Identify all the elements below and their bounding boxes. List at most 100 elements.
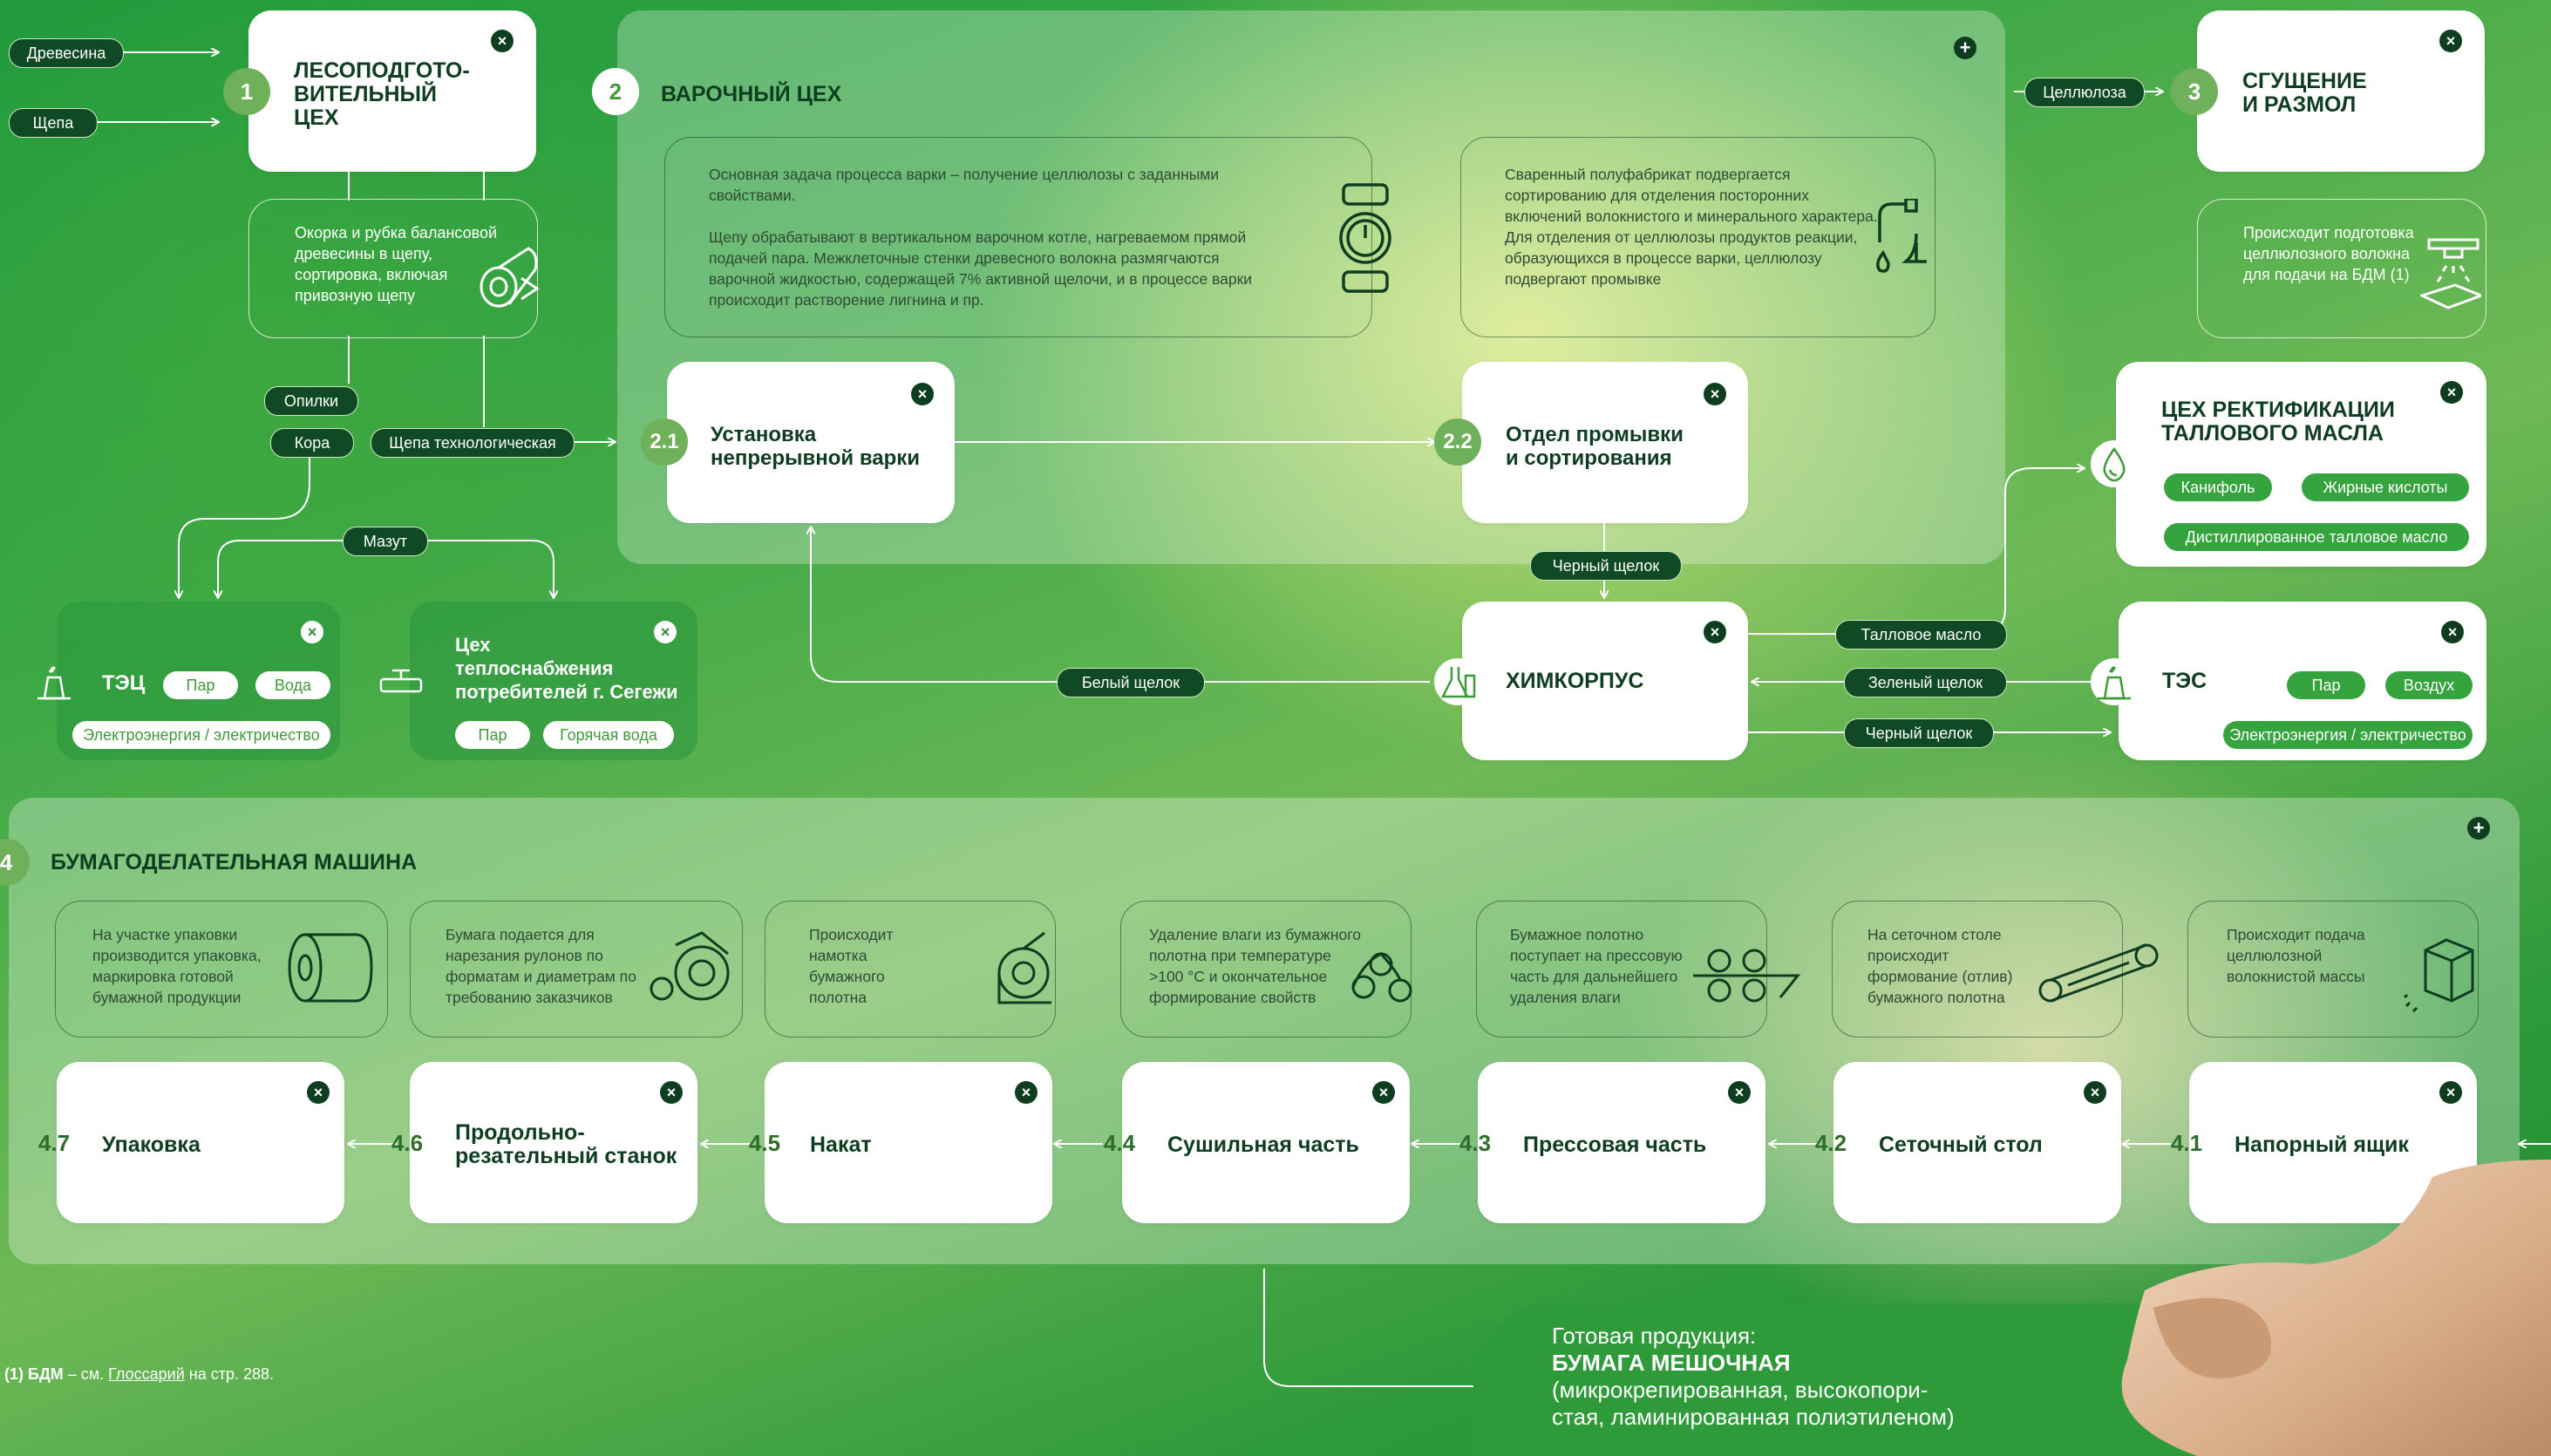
flow-tall-oil: Талловое масло: [1835, 620, 2007, 650]
washing-description: Сваренный полуфабрикат подвергается сорт…: [1460, 137, 1935, 337]
workshop-3-card[interactable]: СГУЩЕНИЕ И РАЗМОЛ ×: [2197, 10, 2485, 172]
flow-chips: Щепа: [9, 108, 98, 138]
paper-sheet-image: [2121, 1160, 2551, 1456]
close-icon[interactable]: ×: [2440, 381, 2463, 404]
stage-4-3-desc-text: Бумажное полотно поступает на прессовую …: [1510, 926, 1683, 1006]
product-label: Готовая продукция:: [1552, 1323, 1757, 1349]
reel-icon: [997, 931, 1051, 1004]
tes-card[interactable]: ТЭС × Пар Воздух Электроэнергия / электр…: [2119, 602, 2486, 760]
cooking-description: Основная задача процесса варки – получен…: [664, 137, 1391, 337]
tag-steam: Пар: [2287, 671, 2365, 699]
flow-sawdust: Опилки: [264, 386, 358, 416]
workshop-2-number: 2: [592, 68, 639, 115]
stage-4-5-description: Происходит намотка бумажного полотна: [765, 901, 1056, 1038]
workshop-1-title: ЛЕСОПОДГОТО- ВИТЕЛЬНЫЙ ЦЕХ: [294, 58, 470, 130]
sprinkler-icon: [2420, 238, 2481, 310]
stage-4-4-card[interactable]: Сушильная часть ×: [1122, 1062, 1410, 1223]
paper-roll-icon: [288, 933, 373, 1003]
stage-4-3-description: Бумажное полотно поступает на прессовую …: [1476, 901, 1801, 1038]
workshop-3-number: 3: [2171, 68, 2218, 115]
dryer-cylinders-icon: [1351, 952, 1412, 1003]
tec-title: ТЭЦ: [102, 671, 146, 695]
drop-icon: [2103, 446, 2126, 482]
flask-icon: [1440, 667, 1476, 698]
workshop-3-description: Происходит подготовка целлюлозного волок…: [2197, 199, 2486, 338]
tec-card[interactable]: ТЭЦ × Пар Вода Электроэнергия / электрич…: [57, 602, 340, 760]
close-icon[interactable]: ×: [2441, 621, 2464, 643]
stage-4-7-title: Упаковка: [102, 1133, 201, 1157]
stage-4-6-desc-text: Бумага подается для нарезания рулонов по…: [446, 926, 636, 1006]
chem-icon-badge: [1434, 658, 1481, 705]
flow-mazut: Мазут: [343, 527, 428, 556]
log-icon: [480, 247, 540, 308]
stage-4-7-description: На участке упаковки производится упаковк…: [55, 901, 388, 1038]
stage-2-2-card[interactable]: Отдел промывки и сортирования ×: [1462, 362, 1748, 523]
power-plant-icon: [37, 666, 71, 700]
stage-4-5-desc-text: Происходит намотка бумажного полотна: [809, 926, 894, 1006]
stage-4-6-description: Бумага подается для нарезания рулонов по…: [410, 901, 743, 1038]
close-icon[interactable]: ×: [2439, 1081, 2462, 1104]
close-icon[interactable]: ×: [301, 621, 323, 643]
stage-4-7-desc-text: На участке упаковки производится упаковк…: [92, 926, 262, 1006]
close-icon[interactable]: ×: [491, 30, 514, 52]
tag-fatty-acids: Жирные кислоты: [2302, 473, 2469, 501]
close-icon[interactable]: ×: [1728, 1081, 1751, 1104]
workshop-1-desc-text: Окорка и рубка балансовой древесины в ще…: [295, 224, 498, 304]
slitter-icon: [650, 931, 730, 1001]
workshop-3-desc-text: Происходит подготовка целлюлозного волок…: [2243, 224, 2414, 283]
flow-wood: Древесина: [9, 38, 124, 68]
stage-4-3-card[interactable]: Прессовая часть ×: [1478, 1062, 1765, 1223]
workshop-2-title: ВАРОЧНЫЙ ЦЕХ: [661, 82, 842, 106]
stage-4-2-description: На сеточном столе происходит формование …: [1832, 901, 2159, 1038]
tall-oil-card[interactable]: ЦЕХ РЕКТИФИКАЦИИ ТАЛЛОВОГО МАСЛА × Каниф…: [2116, 362, 2486, 567]
stage-4-2-card[interactable]: Сеточный стол ×: [1833, 1062, 2121, 1223]
stage-4-1-title: Напорный ящик: [2235, 1133, 2409, 1157]
flow-bark: Кора: [270, 428, 354, 458]
washing-desc-text: Сваренный полуфабрикат подвергается сорт…: [1505, 166, 1878, 288]
workshop-1-card[interactable]: ЛЕСОПОДГОТО- ВИТЕЛЬНЫЙ ЦЕХ ×: [248, 10, 536, 172]
stage-4-6-title: Продольно- резательный станок: [455, 1120, 677, 1168]
close-icon[interactable]: ×: [1015, 1081, 1037, 1104]
stage-2-2-title: Отдел промывки и сортирования: [1506, 423, 1684, 470]
tall-oil-title: ЦЕХ РЕКТИФИКАЦИИ ТАЛЛОВОГО МАСЛА: [2161, 398, 2395, 446]
close-icon[interactable]: ×: [911, 383, 934, 405]
close-icon[interactable]: ×: [1372, 1081, 1395, 1104]
close-icon[interactable]: ×: [660, 1081, 683, 1104]
stage-4-6-card[interactable]: Продольно- резательный станок ×: [410, 1062, 697, 1223]
close-icon[interactable]: ×: [654, 621, 677, 643]
close-icon[interactable]: ×: [1704, 383, 1726, 405]
heat-supply-card[interactable]: Цех теплоснабжения потребителей г. Сегеж…: [410, 602, 697, 760]
valve-icon: [379, 669, 423, 693]
glossary-link[interactable]: Глоссарий: [108, 1365, 185, 1383]
chem-building-title: ХИМКОРПУС: [1506, 669, 1644, 693]
flow-cellulose: Целлюлоза: [2024, 78, 2145, 107]
product-details: (микрокрепированная, высокопори- стая, л…: [1552, 1377, 1955, 1430]
tag-water: Вода: [255, 671, 330, 699]
stage-4-3-number: 4.3: [1459, 1130, 1492, 1156]
chem-building-card[interactable]: ХИМКОРПУС ×: [1462, 602, 1748, 760]
close-icon[interactable]: ×: [1704, 621, 1726, 643]
flow-tech-chips: Щепа технологическая: [371, 428, 575, 458]
close-icon[interactable]: ×: [2084, 1081, 2106, 1104]
stage-4-4-desc-text: Удаление влаги из бумажного полотна при …: [1149, 926, 1361, 1006]
tag-electricity: Электроэнергия / электричество: [72, 721, 330, 749]
workshop-1-number: 1: [223, 68, 270, 115]
stage-4-5-title: Накат: [810, 1133, 872, 1157]
boiler-icon: [1339, 183, 1391, 293]
flow-black-liquor-2: Черный щелок: [1844, 718, 1994, 748]
expand-icon[interactable]: +: [2467, 817, 2490, 840]
stage-4-1-description: Происходит подача целлюлозной волокнисто…: [2187, 901, 2479, 1038]
stage-4-7-card[interactable]: Упаковка ×: [57, 1062, 344, 1223]
stage-2-1-card[interactable]: Установка непрерывной варки ×: [667, 362, 955, 523]
close-icon[interactable]: ×: [307, 1081, 330, 1104]
heat-supply-title: Цех теплоснабжения потребителей г. Сегеж…: [455, 634, 678, 703]
tag-air: Воздух: [2385, 671, 2473, 699]
footnote-text: – см.: [63, 1365, 109, 1383]
close-icon[interactable]: ×: [2439, 30, 2462, 52]
tag-electricity: Электроэнергия / электричество: [2223, 721, 2473, 749]
expand-icon[interactable]: +: [1954, 37, 1976, 59]
stage-4-7-number: 4.7: [37, 1130, 71, 1156]
heat-supply-icon-badge: [378, 658, 425, 705]
stage-4-5-card[interactable]: Накат ×: [765, 1062, 1052, 1223]
tec-icon-badge: [31, 658, 78, 705]
